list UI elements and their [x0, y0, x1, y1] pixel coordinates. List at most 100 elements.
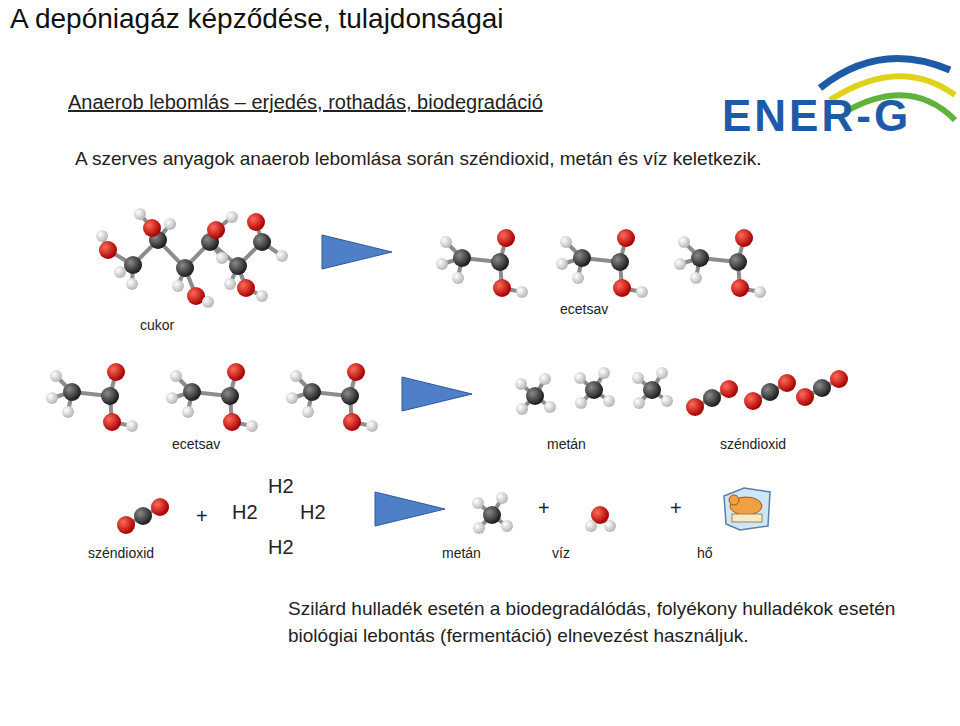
intro-text: A szerves anyagok anaerob lebomlása sorá…: [75, 148, 761, 171]
atom: [473, 522, 485, 534]
atom: [107, 363, 125, 381]
atom: [678, 236, 690, 248]
atom: [754, 286, 766, 298]
atom: [126, 278, 138, 290]
atom: [453, 249, 471, 267]
atom: [472, 497, 484, 509]
atom: [497, 229, 515, 247]
formula: H2: [268, 535, 294, 559]
atom: [253, 233, 271, 251]
atom: [598, 367, 610, 379]
molecule: [674, 229, 766, 298]
subtitle: Anaerob lebomlás – erjedés, rothadás, bi…: [68, 90, 543, 114]
atom: [674, 258, 686, 270]
atom: [229, 257, 247, 275]
atom: [573, 249, 591, 267]
atom: [778, 374, 796, 392]
atom: [572, 272, 584, 284]
molecule: [632, 367, 673, 409]
atom: [46, 392, 58, 404]
molecule: [286, 363, 378, 432]
atom: [126, 420, 138, 432]
molecule-label: ecetsav: [560, 301, 608, 318]
atom: [632, 372, 644, 384]
atom: [574, 372, 586, 384]
atom: [124, 256, 142, 274]
atom: [227, 363, 245, 381]
atom: [690, 272, 702, 284]
atom: [516, 403, 528, 415]
atom: [176, 259, 194, 277]
atom: [703, 389, 721, 407]
atom: [691, 249, 709, 267]
atom: [585, 381, 603, 399]
atom: [221, 387, 239, 405]
molecule: [796, 370, 848, 406]
atom: [761, 383, 779, 401]
molecule: [515, 373, 556, 415]
atom: [134, 507, 152, 525]
atom: [575, 397, 587, 409]
atom: [223, 413, 241, 431]
atom: [237, 279, 255, 297]
molecule-label: metán: [442, 545, 481, 562]
atom: [617, 229, 635, 247]
formula: H2: [268, 474, 294, 498]
atom: [183, 383, 201, 401]
atom: [526, 387, 544, 405]
note-text: Szilárd hulladék esetén a biodegradálódá…: [288, 596, 898, 649]
atom: [143, 219, 161, 237]
atom: [290, 370, 302, 382]
molecule: [574, 367, 615, 409]
plus-sign: +: [670, 496, 682, 520]
atom: [604, 520, 616, 532]
atom: [585, 520, 597, 532]
atom: [830, 370, 848, 388]
atom: [613, 279, 631, 297]
atom: [729, 253, 747, 271]
atom: [813, 379, 831, 397]
atom: [101, 387, 119, 405]
plus-sign: +: [538, 496, 550, 520]
atom: [256, 290, 268, 302]
atom: [643, 381, 661, 399]
atom: [134, 208, 146, 220]
molecule: [472, 492, 513, 534]
formula: H2: [300, 500, 326, 524]
atom: [556, 258, 568, 270]
molecule-label: ecetsav: [172, 436, 220, 453]
molecule: [556, 229, 648, 298]
atom: [247, 213, 265, 231]
atom: [99, 241, 117, 259]
reaction-arrows: [322, 235, 472, 526]
plus-sign: +: [196, 504, 208, 528]
atom: [735, 229, 753, 247]
reaction-arrow: [402, 377, 472, 411]
formula: H2: [232, 500, 258, 524]
molecule: [436, 229, 528, 298]
atom: [202, 296, 214, 308]
atom: [496, 492, 508, 504]
molecule: [744, 374, 796, 410]
atom: [164, 218, 176, 230]
atom: [103, 413, 121, 431]
heat-figure: [729, 495, 739, 505]
atom: [539, 373, 551, 385]
atom: [731, 279, 749, 297]
molecule-label: metán: [547, 436, 586, 453]
atom: [366, 420, 378, 432]
atom: [216, 252, 228, 264]
atom: [96, 230, 108, 242]
reaction-arrow: [375, 492, 445, 526]
atom: [341, 387, 359, 405]
atom: [302, 406, 314, 418]
molecule-label: víz: [552, 545, 570, 562]
slide-title: A depóniagáz képződése, tulajdonságai: [10, 2, 504, 36]
atom: [493, 279, 511, 297]
molecule: [117, 498, 169, 534]
molecule: [96, 208, 288, 308]
molecule: [686, 380, 738, 416]
atom: [440, 236, 452, 248]
atom: [515, 378, 527, 390]
atom: [224, 278, 236, 290]
